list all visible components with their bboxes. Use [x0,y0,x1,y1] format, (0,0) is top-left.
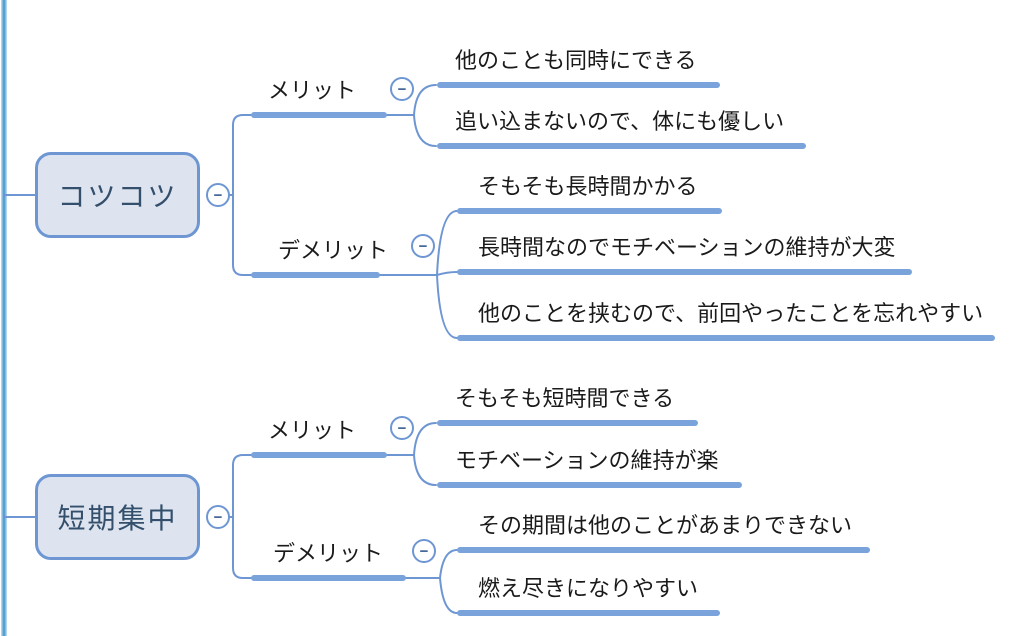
connector-merit1-child2 [413,114,437,147]
connector-demerit1-child3 [436,274,458,339]
topic-underline [457,547,870,553]
subtopic-text: 他のことを挟むので、前回やったことを忘れやすい [478,301,984,326]
connector-merit1-child1 [413,84,437,116]
subtopic-text: そもそも短時間できる [455,386,675,411]
connector-trunk-1 [232,114,252,276]
subtopic-item[interactable]: そもそも短時間できる [437,384,698,426]
topic-underline [457,269,912,275]
subtopic-item[interactable]: その期間は他のことがあまりできない [457,511,870,553]
subtopic-text: モチベーションの維持が楽 [455,448,719,473]
connector-demerit2-child2 [439,577,458,614]
subtopic-item[interactable]: 燃え尽きになりやすい [457,574,720,616]
subtopic-text: 追い込まないので、体にも優しい [455,109,785,134]
merit-label-text-1: メリット [268,78,357,103]
topic-underline [251,112,387,118]
topic-underline [251,272,380,278]
merit-label-2[interactable]: メリット [251,416,387,458]
topic-underline [437,82,720,88]
connector-merit2-child2 [413,454,437,486]
subtopic-text: そもそも長時間かかる [478,174,698,199]
collapse-button-merit-1[interactable]: − [390,77,414,101]
topic-underline [437,420,698,426]
connector-demerit1-child1 [436,210,458,276]
subtopic-item[interactable]: 追い込まないので、体にも優しい [437,107,806,149]
topic-underline [437,143,806,149]
collapse-button-topic-2[interactable]: − [206,505,230,529]
main-topic-tankishuchu[interactable]: 短期集中 [35,474,200,560]
collapse-button-merit-2[interactable]: − [390,416,414,440]
connector-demerit1-child2 [436,271,458,276]
topic-underline [457,335,995,341]
topic-underline [251,575,406,581]
collapse-button-demerit-1[interactable]: − [411,234,435,258]
subtopic-text: その期間は他のことがあまりできない [478,513,853,538]
subtopic-text: 長時間なのでモチベーションの維持が大変 [478,235,896,260]
subtopic-text: 他のことも同時にできる [455,48,697,73]
collapse-button-topic-1[interactable]: − [206,183,230,207]
main-topic-kotsukotsu[interactable]: コツコツ [35,152,200,238]
connector-merit2-child1 [413,422,437,456]
connector-trunk-2 [232,454,252,579]
demerit-label-text-2: デメリット [273,541,384,566]
subtopic-item[interactable]: 他のことを挟むので、前回やったことを忘れやすい [457,299,995,341]
subtopic-item[interactable]: 他のことも同時にできる [437,46,720,88]
merit-label-1[interactable]: メリット [251,76,387,118]
collapse-button-demerit-2[interactable]: − [412,539,436,563]
subtopic-item[interactable]: そもそも長時間かかる [457,172,722,214]
connector-demerit2-child1 [439,549,458,579]
subtopic-item[interactable]: 長時間なのでモチベーションの維持が大変 [457,233,912,275]
subtopic-text: 燃え尽きになりやすい [478,576,699,601]
topic-underline [457,610,720,616]
topic-underline [437,482,742,488]
demerit-label-text-1: デメリット [278,238,389,263]
topic-underline [251,452,387,458]
demerit-label-2[interactable]: デメリット [251,539,406,581]
demerit-label-1[interactable]: デメリット [251,236,389,278]
merit-label-text-2: メリット [268,418,357,443]
topic-underline [457,208,722,214]
root-branch-line [1,0,7,636]
subtopic-item[interactable]: モチベーションの維持が楽 [437,446,742,488]
